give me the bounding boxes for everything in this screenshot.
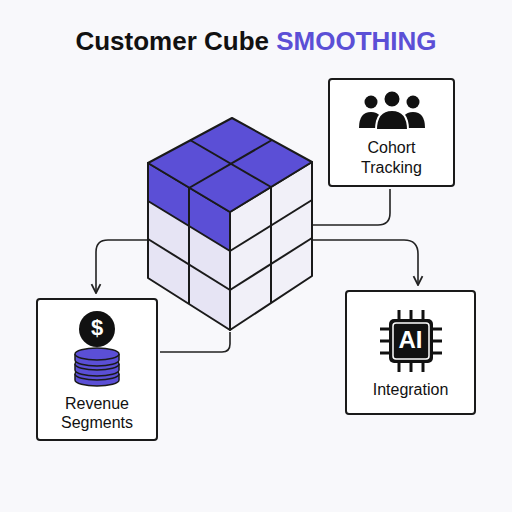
cube xyxy=(148,118,312,330)
integration-box: AI Integration xyxy=(345,290,476,415)
cube-grid xyxy=(230,200,312,251)
cube-grid xyxy=(190,140,271,187)
node-label: Integration xyxy=(373,380,449,399)
revenue-box: $ Revenue Segments xyxy=(36,298,158,441)
leader-line xyxy=(312,240,418,285)
icon-text: AI xyxy=(378,326,444,354)
cube-grid xyxy=(270,187,272,303)
leader-line xyxy=(160,332,230,352)
icon xyxy=(357,90,427,132)
icon: $ xyxy=(67,310,127,388)
leader-line xyxy=(96,240,148,293)
icon: AI xyxy=(378,308,444,374)
cube-top-face xyxy=(148,118,312,212)
cube-grid xyxy=(148,239,230,290)
icon-text: $ xyxy=(67,315,127,341)
node-label: Revenue Segments xyxy=(44,394,150,432)
leader-line xyxy=(300,189,390,225)
cube-grid xyxy=(230,238,312,290)
cohort-box: Cohort Tracking xyxy=(328,78,455,187)
title: Customer Cube SMOOTHING xyxy=(0,26,512,57)
node-label: Cohort Tracking xyxy=(336,138,447,176)
people-icon xyxy=(357,90,427,132)
cube-grid xyxy=(188,188,190,304)
cube-grid xyxy=(189,140,272,188)
